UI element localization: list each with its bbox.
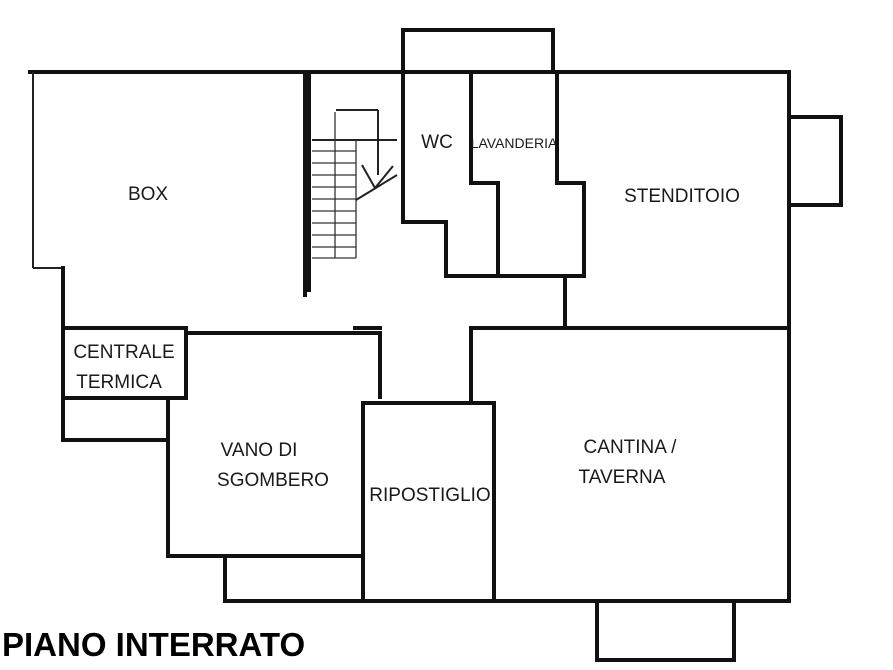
- box-walls: [33, 70, 307, 442]
- cantina-taverna-walls: [469, 326, 791, 405]
- room-label-vano-sgombero-line2: SGOMBERO: [217, 470, 329, 491]
- room-label-cantina-line1: CANTINA /: [584, 437, 678, 458]
- room-label-vano-sgombero-line1: VANO DI: [221, 440, 298, 461]
- stair-arrow-icon: [361, 164, 394, 190]
- wc-walls: [401, 70, 448, 278]
- room-label-lavanderia: LAVANDERIA: [471, 135, 558, 151]
- room-label-wc: WC: [421, 132, 453, 153]
- room-label-centrale-termica-line2: TERMICA: [76, 372, 162, 393]
- lavanderia-walls: [444, 70, 586, 278]
- room-label-stenditoio: STENDITOIO: [624, 186, 740, 207]
- vano-sgombero-walls: [166, 326, 382, 603]
- room-label-cantina-line2: TAVERNA: [579, 467, 666, 488]
- plan-title: PIANO INTERRATO: [2, 626, 305, 663]
- centrale-termica-walls: [61, 326, 188, 442]
- room-label-centrale-termica-line1: CENTRALE: [73, 342, 174, 363]
- staircase: [307, 74, 398, 292]
- room-label-box: BOX: [128, 184, 168, 205]
- bottom-light-well: [595, 599, 736, 662]
- outer-walls: [28, 70, 791, 603]
- room-label-ripostiglio: RIPOSTIGLIO: [369, 485, 490, 506]
- stenditoio-walls: [555, 70, 586, 330]
- top-light-well: [401, 28, 555, 74]
- right-light-well: [787, 115, 843, 207]
